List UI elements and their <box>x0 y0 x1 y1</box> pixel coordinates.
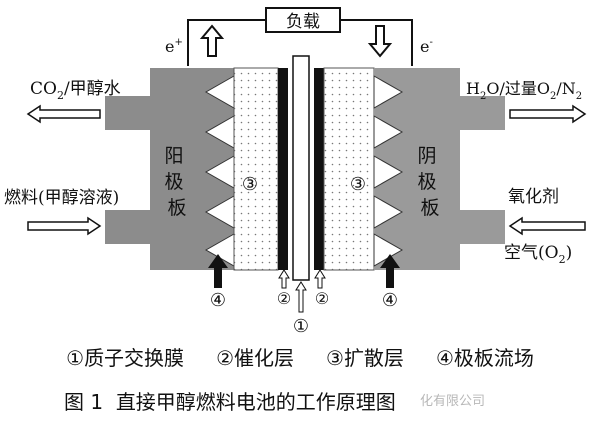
right-inlet-arrow <box>508 216 586 236</box>
electron-label-left: e+ <box>165 37 183 56</box>
air-label: 空气(O2) <box>504 243 572 266</box>
legend-item-membrane: ①质子交换膜 <box>66 346 185 370</box>
left-outlet-label: CO2/甲醇水 <box>30 79 121 102</box>
legend: ①质子交换膜 ②催化层 ③扩散层 ④极板流场 <box>0 342 600 370</box>
anode-label: 阳 极 板 <box>164 145 189 219</box>
figure-title: 直接甲醇燃料电池的工作原理图 <box>115 390 396 414</box>
proton-exchange-membrane <box>292 55 310 281</box>
electron-down-arrow <box>367 25 393 58</box>
legend-item-flow-field: ④极板流场 <box>435 346 534 370</box>
catalyst-marker-right: ② <box>315 289 329 308</box>
diffusion-marker-right: ③ <box>350 174 366 195</box>
left-outlet-arrow <box>26 104 101 124</box>
external-circuit-wire <box>187 19 266 66</box>
left-inlet-arrow <box>27 216 102 236</box>
legend-item-catalyst: ②催化层 <box>216 346 294 370</box>
right-flow-arrow <box>380 254 400 288</box>
right-catalyst-arrow <box>314 269 326 289</box>
external-circuit-wire-right <box>340 19 413 66</box>
right-outlet-arrow <box>509 104 587 124</box>
catalyst-layer-right <box>314 68 324 270</box>
catalyst-layer-left <box>278 68 288 270</box>
figure-number: 图 1 <box>64 390 104 414</box>
right-outlet-label: H2O/过量O2/N2 <box>466 79 582 102</box>
anode-flow-field <box>204 75 235 267</box>
load-label: 负载 <box>286 12 320 32</box>
membrane-marker: ① <box>293 316 309 337</box>
electron-label-right: e- <box>420 37 433 56</box>
watermark: 化有限公司 <box>420 394 486 409</box>
load-box <box>265 7 341 33</box>
flow-marker-left: ④ <box>210 290 226 311</box>
figure-caption: 图 1 直接甲醇燃料电池的工作原理图 <box>64 386 396 415</box>
electron-up-arrow <box>199 24 225 57</box>
cathode-flow-field <box>373 75 404 267</box>
cathode-label: 阴 极 板 <box>417 145 442 219</box>
left-inlet-label: 燃料(甲醇溶液) <box>4 188 119 208</box>
diffusion-marker-left: ③ <box>242 174 258 195</box>
membrane-arrow <box>295 281 307 313</box>
legend-item-diffusion: ③扩散层 <box>326 346 404 370</box>
flow-marker-right: ④ <box>382 290 398 311</box>
diffusion-layer-right <box>323 67 375 271</box>
left-flow-arrow <box>208 254 228 288</box>
left-catalyst-arrow <box>278 269 290 289</box>
diffusion-layer-left <box>233 67 279 271</box>
oxidant-label: 氧化剂 <box>508 187 559 207</box>
catalyst-marker-left: ② <box>277 289 291 308</box>
